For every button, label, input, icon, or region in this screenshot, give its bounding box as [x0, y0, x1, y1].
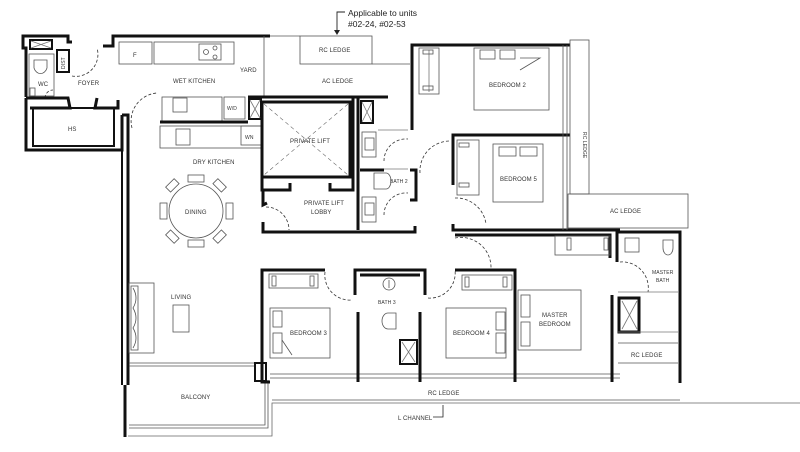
yard-label: YARD — [240, 68, 257, 74]
l-channel-label: L CHANNEL — [398, 416, 433, 422]
rc-ledge-right-label: RC LEDGE — [581, 132, 587, 159]
lift-lobby-label-1: PRIVATE LIFT — [304, 201, 344, 207]
bedroom3-label: BEDROOM 3 — [290, 331, 327, 337]
ac-ledge-right-label: AC LEDGE — [610, 209, 641, 215]
wc-label: WC — [38, 82, 49, 88]
dry-kitchen-label: DRY KITCHEN — [193, 160, 235, 166]
dining-table: DINING — [159, 174, 234, 248]
wet-kitchen: F WET KITCHEN YARD W/D WN — [103, 34, 270, 149]
private-lift: PRIVATE LIFT — [248, 95, 388, 192]
bottom-ledge: RC LEDGE L CHANNEL — [272, 391, 680, 422]
private-lift-label: PRIVATE LIFT — [290, 139, 330, 145]
applicability-note: Applicable to units #02-24, #02-53 — [334, 8, 417, 35]
bath2-label: BATH 2 — [390, 179, 408, 185]
bedroom-2: BEDROOM 2 — [418, 47, 550, 111]
balcony: BALCONY — [123, 362, 800, 437]
bedroom-3: BEDROOM 3 — [254, 268, 620, 384]
lift-lobby-label-2: LOBBY — [311, 210, 332, 216]
private-lift-lobby: PRIVATE LIFT LOBBY — [261, 190, 417, 234]
master-bath-label-2: BATH — [656, 278, 670, 284]
top-ledges: RC LEDGE AC LEDGE — [263, 35, 410, 96]
master-bedroom-label-1: MASTER — [542, 313, 568, 319]
household-shelter: HS — [24, 96, 124, 152]
bedroom5-label: BEDROOM 5 — [500, 177, 537, 183]
dining-label: DINING — [185, 210, 207, 216]
rc-ledge-top-label: RC LEDGE — [319, 48, 350, 54]
rc-ledge-bottom-label: RC LEDGE — [428, 391, 459, 397]
hs-label: HS — [68, 127, 77, 133]
bath-3: BATH 3 — [353, 268, 456, 382]
note-line-1: Applicable to units — [348, 8, 417, 18]
ac-ledge-top-label: AC LEDGE — [322, 79, 353, 85]
balcony-label: BALCONY — [181, 395, 210, 401]
rc-ledge-master-label: RC LEDGE — [631, 353, 662, 359]
living-label: LIVING — [171, 295, 192, 301]
bath-2: BATH 2 — [356, 43, 570, 230]
master-bath: MASTER BATH RC LEDGE — [615, 230, 682, 383]
master-bath-label-1: MASTER — [652, 270, 674, 276]
fridge-label: F — [133, 53, 137, 59]
bath3-label: BATH 3 — [378, 300, 396, 306]
living-room: LIVING — [128, 282, 192, 354]
wet-kitchen-label: WET KITCHEN — [173, 79, 215, 85]
master-bedroom: MASTER BEDROOM — [517, 235, 614, 382]
bedroom4-label: BEDROOM 4 — [453, 331, 490, 337]
master-bedroom-label-2: BEDROOM — [539, 322, 571, 328]
bedroom-5: BEDROOM 5 — [419, 133, 620, 232]
bedroom-4: BEDROOM 4 — [445, 268, 517, 382]
dist-label: DIST — [61, 57, 67, 69]
wc-area: DIST WC — [21, 34, 99, 99]
note-line-2: #02-24, #02-53 — [348, 19, 406, 29]
bedroom2-label: BEDROOM 2 — [489, 83, 526, 89]
wd-label: W/D — [227, 106, 237, 112]
wn-label: WN — [245, 135, 254, 141]
right-ledges: RC LEDGE AC LEDGE — [562, 39, 689, 230]
foyer-label: FOYER — [78, 81, 100, 87]
